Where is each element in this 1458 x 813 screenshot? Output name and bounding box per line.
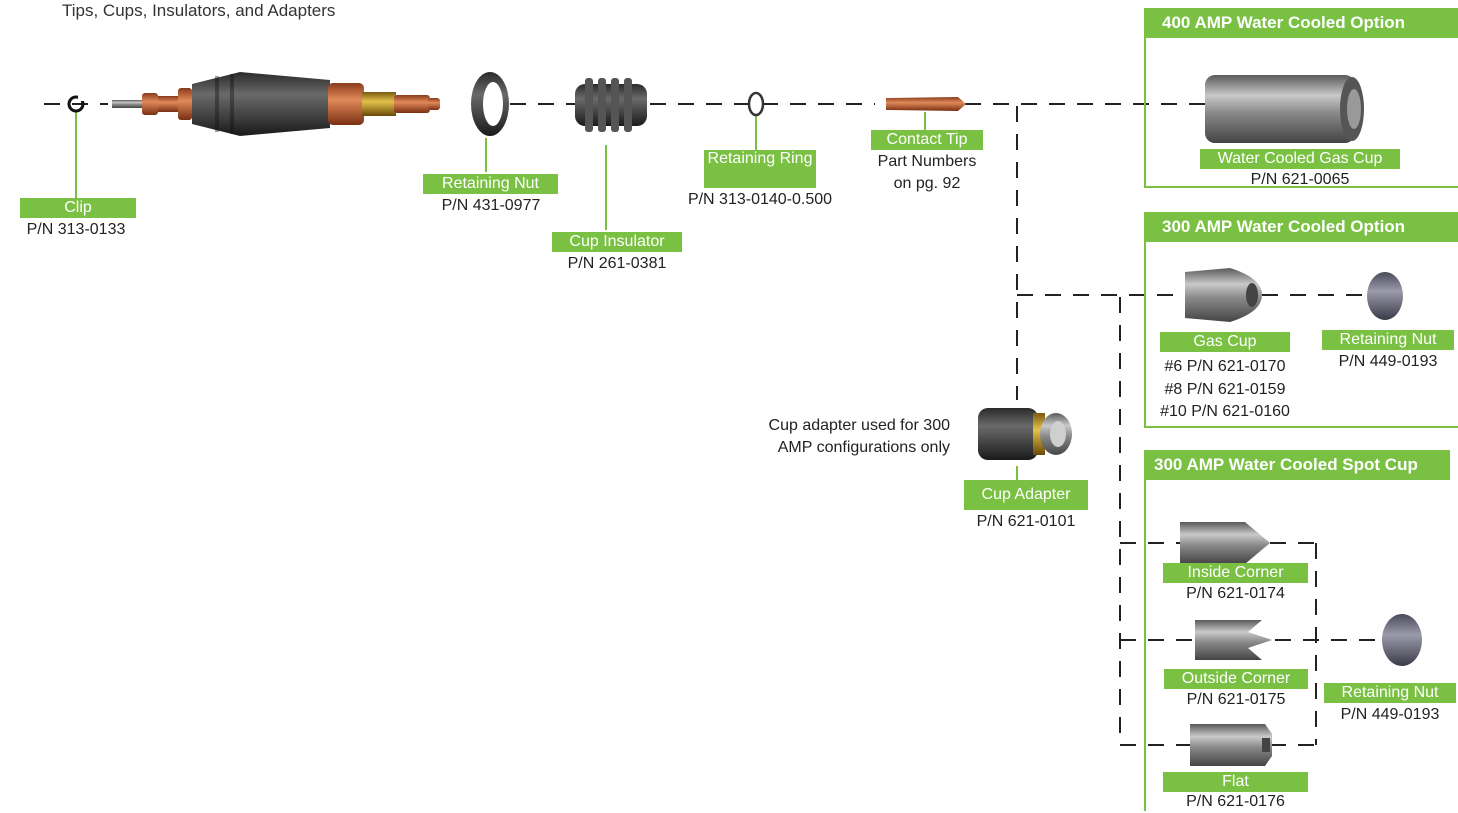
contact-tip-note-line1: Part Numbers (877, 153, 977, 170)
clip-part-number: P/N 313-0133 (26, 221, 126, 238)
panel-spot-cup (1144, 450, 1458, 811)
flat-label: Flat (1163, 772, 1308, 792)
contact-tip-label: Contact Tip (871, 130, 983, 150)
inside-corner-label: Inside Corner (1163, 563, 1308, 583)
spot-retaining-nut-part-number: P/N 449-0193 (1340, 706, 1440, 723)
gas-cup-icon (1185, 268, 1262, 322)
outside-corner-part-number: P/N 621-0175 (1186, 691, 1286, 708)
cup-insulator-label: Cup Insulator (552, 232, 682, 252)
outside-corner-label: Outside Corner (1164, 669, 1308, 689)
cup-adapter-icon (978, 408, 1072, 460)
cup-adapter-label: Cup Adapter (964, 480, 1088, 510)
p300-retaining-nut-part-number: P/N 449-0193 (1338, 353, 1438, 370)
p300-retaining-nut-label: Retaining Nut (1322, 330, 1454, 350)
water-cooled-gas-cup-icon (1205, 75, 1364, 143)
gas-cup-label: Gas Cup (1160, 332, 1290, 352)
clip-icon (67, 95, 85, 113)
cup-insulator-part-number: P/N 261-0381 (567, 255, 667, 272)
spot-retaining-nut-label: Retaining Nut (1324, 683, 1456, 703)
outside-corner-cup-icon (1195, 620, 1272, 660)
panel-spot-cup-title: 300 AMP Water Cooled Spot Cup (1146, 450, 1450, 480)
contact-tip-note-line2: on pg. 92 (893, 175, 961, 192)
retaining-nut-icon (1367, 272, 1403, 320)
water-cooled-gas-cup-part-number: P/N 621-0065 (1250, 171, 1350, 188)
cup-adapter-note-line1: Cup adapter used for 300 (768, 417, 950, 434)
retaining-nut-part-number: P/N 431-0977 (441, 197, 541, 214)
panel-300-amp-title: 300 AMP Water Cooled Option (1146, 212, 1458, 242)
o-ring-icon (747, 91, 765, 117)
flat-part-number: P/N 621-0176 (1186, 793, 1285, 810)
retaining-ring-label: Retaining Ring (704, 150, 816, 188)
cup-adapter-part-number: P/N 621-0101 (976, 513, 1076, 530)
gas-cup-part-number-8: #8 P/N 621-0159 (1164, 381, 1286, 398)
flat-cup-icon (1190, 724, 1272, 766)
gas-cup-part-number-6: #6 P/N 621-0170 (1164, 358, 1286, 375)
panel-300-amp (1144, 212, 1458, 428)
gas-cup-part-number-10: #10 P/N 621-0160 (1160, 403, 1290, 420)
torch-head-icon (112, 72, 440, 136)
clip-label: Clip (20, 198, 136, 218)
retaining-nut-icon (1382, 614, 1422, 666)
leader-lines (75, 112, 1018, 480)
cup-adapter-note-line2: AMP configurations only (777, 439, 950, 456)
retaining-ring-part-number: P/N 313-0140-0.500 (687, 191, 833, 208)
page-heading: Tips, Cups, Insulators, and Adapters (62, 1, 336, 20)
panel-400-amp-title: 400 AMP Water Cooled Option (1146, 8, 1458, 38)
retaining-nut-icon (471, 72, 509, 136)
contact-tip-icon (886, 97, 966, 111)
retaining-nut-label: Retaining Nut (423, 174, 558, 194)
panel-400-amp (1144, 8, 1458, 188)
inside-corner-part-number: P/N 621-0174 (1186, 585, 1285, 602)
water-cooled-gas-cup-label: Water Cooled Gas Cup (1200, 149, 1400, 169)
inside-corner-cup-icon (1180, 522, 1270, 564)
cup-insulator-icon (575, 78, 647, 132)
